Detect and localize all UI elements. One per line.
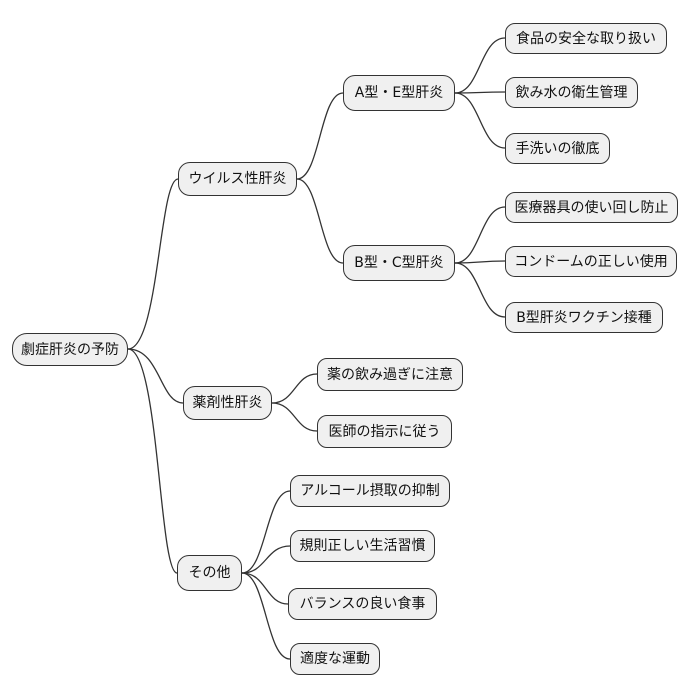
node-medicine-overdose: 薬の飲み過ぎに注意 [317, 358, 463, 391]
connector-bc-vaccine [454, 262, 506, 318]
node-medical-instruments: 医療器具の使い回し防止 [505, 192, 678, 223]
connector-ae-food [454, 37, 506, 94]
connector-root-viral [127, 178, 179, 350]
node-drinking-water: 飲み水の衛生管理 [505, 77, 638, 108]
node-other: その他 [177, 555, 242, 591]
node-alcohol-restraint: アルコール摂取の抑制 [290, 475, 450, 507]
node-condom-use: コンドームの正しい使用 [505, 246, 677, 277]
connector-bc-condom [454, 260, 506, 264]
connector-drug-overdose [271, 373, 318, 404]
connector-ae-handwash [454, 92, 506, 149]
connector-root-other [127, 348, 178, 574]
node-handwashing: 手洗いの徹底 [505, 133, 610, 164]
node-hepatitis-a-e: A型・E型肝炎 [343, 75, 455, 111]
node-hepatitis-b-vaccine: B型肝炎ワクチン接種 [505, 302, 663, 333]
node-regular-lifestyle: 規則正しい生活習慣 [290, 530, 435, 562]
node-moderate-exercise: 適度な運動 [290, 643, 380, 675]
node-balanced-diet: バランスの良い食事 [288, 588, 437, 620]
connector-ae-water [454, 91, 506, 94]
connector-other-lifestyle [241, 545, 291, 574]
node-root: 劇症肝炎の予防 [12, 333, 128, 366]
connector-other-diet [241, 572, 289, 605]
connector-viral-ae [296, 92, 344, 180]
connector-bc-medical [454, 206, 506, 264]
node-viral-hepatitis: ウイルス性肝炎 [178, 162, 297, 196]
node-food-safety: 食品の安全な取り扱い [505, 23, 667, 54]
connector-root-drug [127, 348, 184, 404]
connector-viral-bc [296, 178, 344, 264]
node-hepatitis-b-c: B型・C型肝炎 [343, 245, 455, 281]
node-doctor-instructions: 医師の指示に従う [317, 415, 452, 448]
connector-drug-doctor [271, 402, 318, 432]
connector-other-exercise [241, 572, 291, 660]
connector-other-alcohol [241, 490, 291, 574]
node-drug-hepatitis: 薬剤性肝炎 [183, 386, 272, 420]
